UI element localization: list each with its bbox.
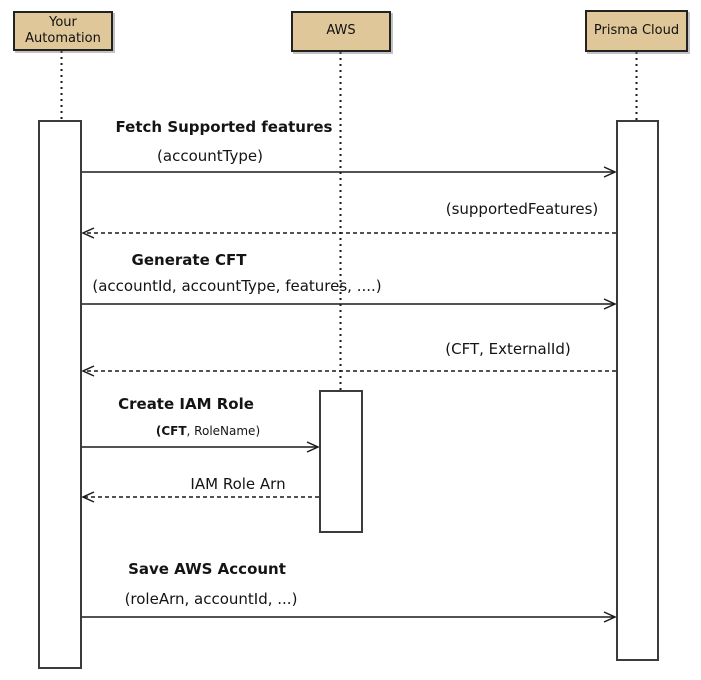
actor-your-automation: Your Automation (13, 11, 113, 51)
message-params-generate-cft: (accountId, accountType, features, ....) (92, 277, 382, 295)
arrowhead-left-icon (81, 491, 95, 503)
actor-label: Prisma Cloud (593, 22, 680, 38)
message-label-supported-features: (supportedFeatures) (445, 200, 599, 218)
activation-bar-your-automation (38, 120, 82, 669)
message-title-fetch-supported-features: Fetch Supported features (115, 118, 333, 136)
actor-aws: AWS (291, 11, 391, 52)
message-params-save-aws-account: (roleArn, accountId, ...) (124, 590, 298, 608)
arrowhead-left-icon (81, 365, 95, 377)
actor-label: AWS (326, 23, 356, 39)
actor-prisma-cloud: Prisma Cloud (585, 10, 688, 52)
message-title-generate-cft: Generate CFT (131, 251, 247, 269)
message-label-cft-externalid: (CFT, ExternalId) (445, 340, 571, 358)
arrowhead-right-icon (306, 441, 320, 453)
arrowhead-right-icon (603, 298, 617, 310)
params-regular-part: , RoleName) (186, 424, 261, 438)
message-params-account-type: (accountType) (157, 147, 263, 165)
arrowhead-right-icon (603, 166, 617, 178)
params-bold-part: (CFT (155, 424, 187, 438)
actor-label: Your Automation (25, 14, 101, 46)
arrowhead-left-icon (81, 227, 95, 239)
message-params-create-iam-role: (CFT, RoleName) (156, 424, 260, 438)
activation-bar-prisma-cloud (616, 120, 659, 661)
arrowhead-right-icon (603, 611, 617, 623)
activation-bar-aws (319, 390, 363, 533)
message-title-save-aws-account: Save AWS Account (128, 560, 286, 578)
message-label-iam-role-arn: IAM Role Arn (190, 475, 286, 493)
message-title-create-iam-role: Create IAM Role (118, 395, 254, 413)
